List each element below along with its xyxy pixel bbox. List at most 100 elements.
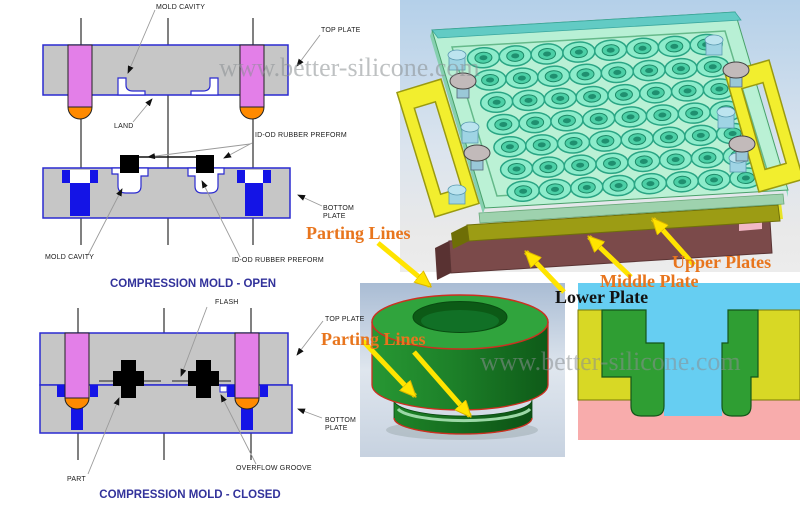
mold-cavity-hole [670, 43, 679, 49]
label-bottom-plate-closed-1: BOTTOM [325, 417, 356, 424]
mold-cavity-hole [613, 69, 622, 75]
mold-cross-section [577, 283, 800, 440]
mold-cavity-hole [645, 68, 654, 74]
label-bottom-plate-open-2: PLATE [323, 213, 346, 220]
rubber-preforms [120, 155, 214, 173]
label-parting-lines-lower: Parting Lines [321, 329, 426, 349]
label-mold-cavity-top: MOLD CAVITY [156, 4, 205, 11]
mold-cavity-hole [549, 73, 558, 79]
compression-mold-open: MOLD CAVITY TOP PLATE LAND ID-OD RUBBER … [42, 4, 361, 290]
arrow-middle-plate [589, 237, 633, 279]
bottom-cavity-left [111, 167, 149, 194]
mold-cavity-hole [537, 142, 546, 148]
label-land: LAND [114, 123, 133, 130]
label-middle-plate: Middle Plate [600, 271, 698, 291]
mold-cavity-hole [671, 157, 680, 163]
ejector-pin-left [67, 44, 93, 120]
label-bottom-plate-open-1: BOTTOM [323, 205, 354, 212]
label-overflow-groove: OVERFLOW GROOVE [236, 465, 312, 472]
mold-cavity-hole [703, 155, 712, 161]
mold-cavity-hole [519, 188, 528, 194]
molded-part-left [113, 360, 144, 398]
cavity-grid [466, 33, 763, 203]
mold-cavity-hole [676, 66, 685, 72]
arrow-upper-plates [653, 219, 696, 267]
label-upper-plates: Upper Plates [672, 252, 771, 272]
mold-cavity-hole [601, 138, 610, 144]
arrow-parting-line-top [376, 241, 430, 286]
pin-bushings [62, 170, 271, 216]
arrow-parting-line-left [361, 339, 415, 396]
overflow-groove-notch [219, 385, 228, 393]
gray-pin [449, 61, 756, 171]
mold-cavity-hole [517, 75, 526, 81]
label-parting-lines-upper: Parting Lines [306, 223, 411, 243]
label-flash: FLASH [215, 299, 239, 306]
title-open-mold: COMPRESSION MOLD - OPEN [110, 278, 276, 290]
mold-cavity-hole [543, 51, 552, 57]
mold-cavity-cutout-right [190, 77, 219, 96]
mold-cavity-hole [524, 97, 533, 103]
label-preform-bottom: ID-OD RUBBER PREFORM [232, 257, 324, 264]
part-section-right [721, 309, 759, 417]
mold-cavity-hole [696, 132, 705, 138]
compression-mold-closed: FLASH TOP PLATE BOTTOM PLATE PART OVERFL… [39, 299, 364, 501]
mold-cavity-hole [639, 158, 648, 164]
mold-cavity-hole [710, 177, 719, 183]
yellow-arrows [361, 219, 696, 416]
label-mold-cavity-bottom: MOLD CAVITY [45, 254, 94, 261]
arrow-lower-plate [526, 252, 566, 294]
mold-cavity-hole [581, 71, 590, 77]
mold-cavity-hole [708, 64, 717, 70]
mold-cavity-hole [683, 88, 692, 94]
label-bottom-plate-closed-2: PLATE [325, 425, 348, 432]
mold-cavity-cutout-left [117, 77, 146, 96]
leader-lines-closed [87, 306, 324, 475]
mold-cavity-hole [531, 120, 540, 126]
mold-cavity-hole [619, 92, 628, 98]
mold-cavity-hole [588, 94, 597, 100]
mold-cavity-hole [638, 45, 647, 51]
mold-cavity-hole [728, 131, 737, 137]
mold-cavity-hole [715, 86, 724, 92]
plate-back-edge [431, 11, 742, 39]
mold-cavity-hole [606, 47, 615, 53]
arrow-parting-line-right [412, 350, 470, 416]
part-section-left [601, 309, 665, 417]
mold-cavity-hole [608, 160, 616, 166]
mold-cavity-hole [550, 186, 559, 192]
mold-cavity-hole [678, 179, 687, 185]
mold-cavity-hole [626, 114, 635, 120]
mold-cavity-hole [646, 181, 655, 187]
mold-cavity-hole [512, 166, 521, 172]
molded-part-right [188, 360, 219, 398]
mold-cavity-hole [511, 53, 520, 59]
mold-cavity-hole [499, 121, 508, 127]
pin-closed-left [57, 332, 98, 430]
upper-plate-3d [430, 11, 789, 214]
mold-cavity-hole [562, 118, 571, 124]
mold-cavity-hole [576, 162, 585, 168]
ejector-pin-right [239, 44, 265, 120]
mold-3d-render [396, 0, 800, 280]
mold-cavity-hole [690, 110, 699, 116]
watermark-bottom: www.better-silicone.com [480, 347, 741, 376]
mold-cavity-hole [492, 99, 501, 105]
mold-cavity-hole [569, 140, 578, 146]
mold-cavity-hole [614, 183, 623, 189]
mold-cavity-hole [741, 175, 750, 181]
guide-pins [447, 34, 756, 205]
leader-lines-open [87, 9, 323, 258]
mold-cavity-hole [594, 116, 603, 122]
mold-cavity-hole [651, 90, 660, 96]
mold-cavity-hole [505, 144, 514, 150]
title-closed-mold: COMPRESSION MOLD - CLOSED [99, 489, 280, 501]
mold-cavity-hole [633, 136, 642, 142]
mold-cavity-hole [574, 49, 583, 55]
mold-cavity-hole [556, 95, 565, 101]
mold-cavity-hole [582, 184, 591, 190]
pin-closed-right [227, 332, 268, 430]
label-top-plate-open: TOP PLATE [321, 27, 361, 34]
